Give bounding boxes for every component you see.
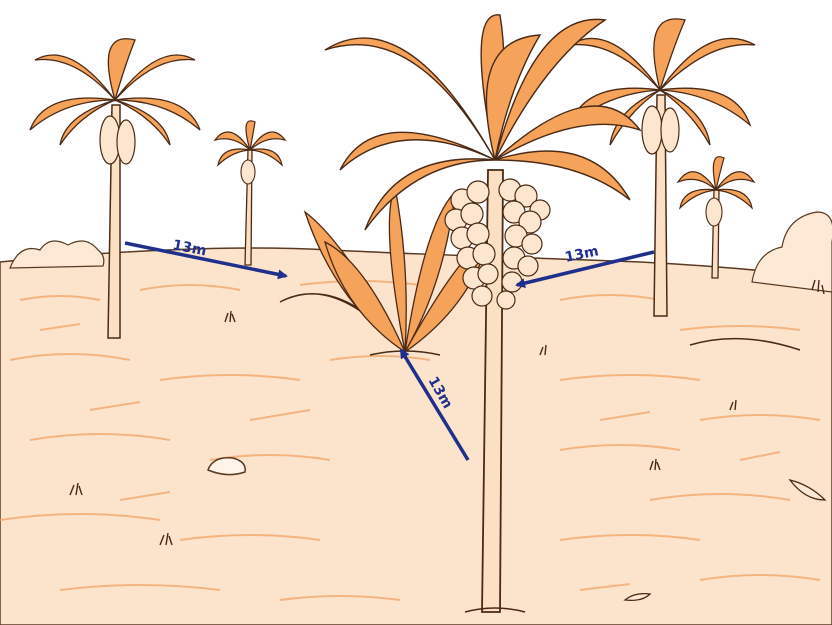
far-right-palm: [678, 157, 754, 278]
small-distant-palm: [215, 121, 285, 265]
right-bushes: [752, 212, 832, 292]
left-bushes: [10, 241, 104, 268]
ground: [0, 212, 832, 625]
